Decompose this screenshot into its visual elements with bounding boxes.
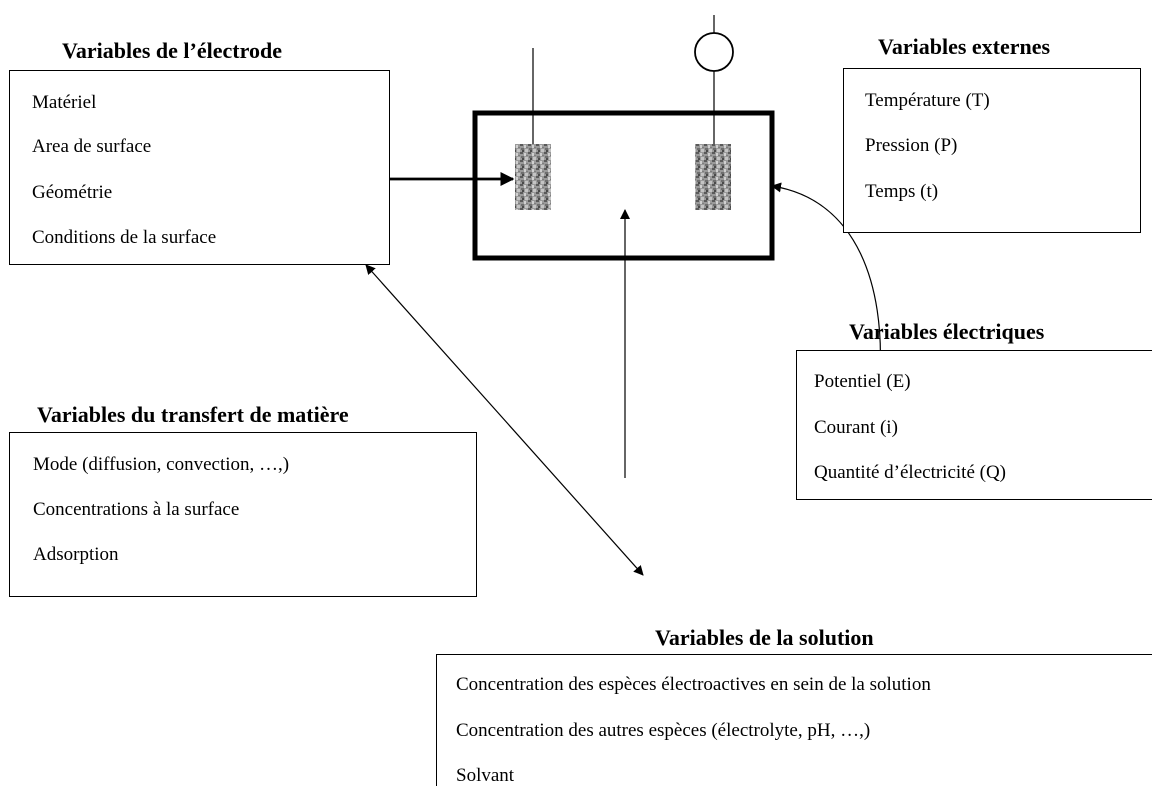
solution-variable-item: Concentration des autres espèces (électr…: [456, 720, 871, 741]
solution-variable-item: Concentration des espèces électroactives…: [456, 674, 931, 695]
solution-variable-item: Solvant: [456, 765, 515, 786]
electrode-variables-title: Variables de l’électrode: [62, 38, 282, 63]
mass-transfer-variables-title: Variables du transfert de matière: [37, 402, 349, 427]
mass-transfer-variable-item: Mode (diffusion, convection, …,): [33, 454, 290, 475]
mass-transfer-variables-box: Mode (diffusion, convection, …,) Concent…: [9, 432, 477, 597]
mass-transfer-variable-item: Concentrations à la surface: [33, 499, 240, 520]
arrow-electrode-solution: [365, 264, 644, 576]
external-variable-item: Temps (t): [865, 181, 939, 202]
meter-circle: [694, 32, 734, 72]
electrode-variable-item: Area de surface: [32, 136, 152, 157]
solution-variables-title: Variables de la solution: [655, 625, 874, 650]
electrical-variable-item: Courant (i): [814, 417, 898, 438]
electrode-variable-item: Matériel: [32, 92, 97, 113]
external-variable-item: Pression (P): [865, 135, 958, 156]
right-electrode: [695, 144, 731, 210]
solution-variables-box: Concentration des espèces électroactives…: [436, 654, 1152, 786]
external-variables-box: Température (T) Pression (P) Temps (t): [843, 68, 1141, 233]
external-variables-title: Variables externes: [878, 34, 1051, 59]
electrical-variables-box: Potentiel (E) Courant (i) Quantité d’éle…: [796, 350, 1152, 500]
arrow-electrical-cell: [771, 182, 882, 373]
electrical-variable-item: Potentiel (E): [814, 371, 911, 392]
electrode-variable-item: Conditions de la surface: [32, 227, 217, 248]
mass-transfer-variable-item: Adsorption: [33, 544, 119, 565]
external-variable-item: Température (T): [865, 90, 990, 111]
electrode-variables-box: Matériel Area de surface Géométrie Condi…: [9, 70, 390, 265]
electrode-variable-item: Géométrie: [32, 182, 113, 203]
left-electrode: [515, 144, 551, 210]
electrical-variables-title: Variables électriques: [849, 319, 1045, 344]
electrical-variable-item: Quantité d’électricité (Q): [814, 462, 1007, 483]
